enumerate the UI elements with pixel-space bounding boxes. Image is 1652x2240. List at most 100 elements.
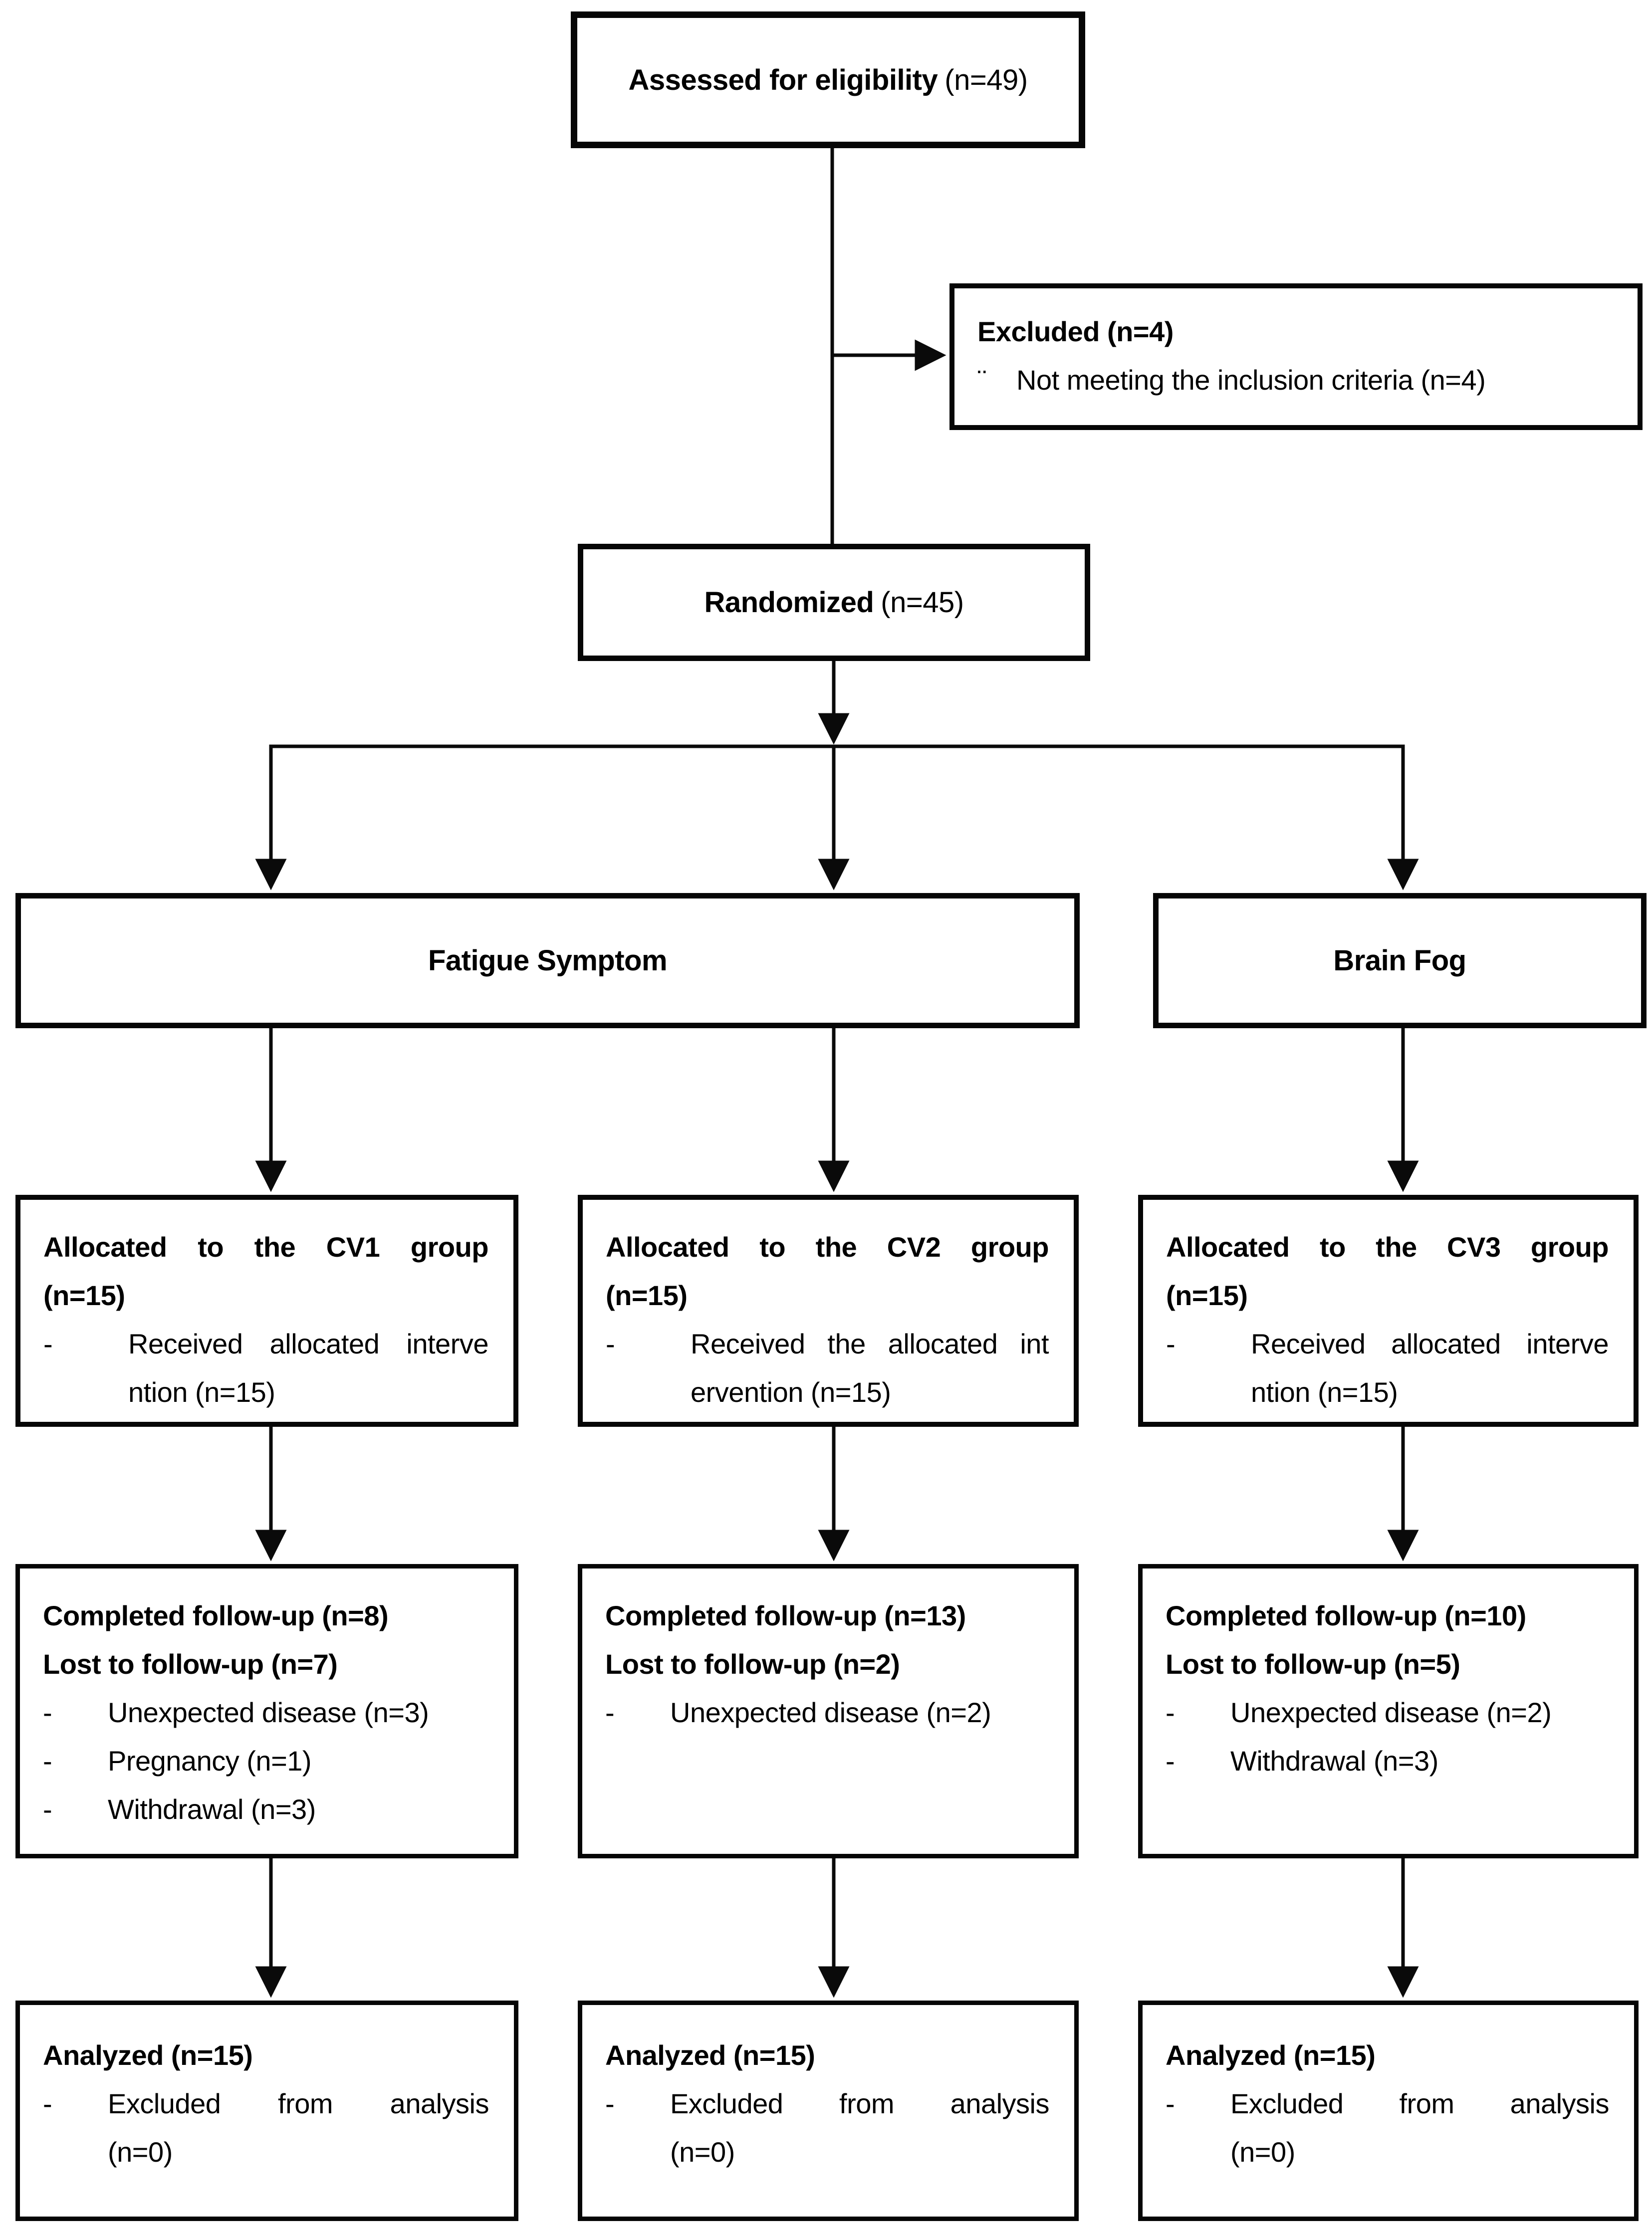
- box-bullet-line: - Excluded from analysis: [1166, 2079, 1610, 2128]
- box-bullet-line: - Received the allocated int: [606, 1320, 1049, 1368]
- analyzed-cv3-box: Analyzed (n=15) - Excluded from analysis (n…: [1138, 2001, 1639, 2221]
- box-bullet-line: - Unexpected disease (n=3): [43, 1688, 489, 1737]
- box-text: Pregnancy (n=1): [108, 1745, 312, 1777]
- box-heading-line: Analyzed (n=15): [43, 2031, 489, 2079]
- box-bullet-line: - Unexpected disease (n=2): [605, 1688, 1049, 1737]
- box-bullet-line: - Excluded from analysis: [605, 2079, 1050, 2128]
- box-text: ntion (n=15): [1251, 1376, 1398, 1408]
- box-text: Excluded (n=4): [977, 316, 1174, 347]
- bullet-marker: -: [1166, 2088, 1175, 2119]
- followup-cv2-box: Completed follow-up (n=13) Lost to follow…: [578, 1564, 1079, 1858]
- box-text: Analyzed (n=15): [1166, 2039, 1376, 2071]
- box-text: Withdrawal (n=3): [1230, 1745, 1438, 1777]
- box-text: Lost to follow-up (n=5): [1166, 1648, 1460, 1680]
- box-text: (n=0): [1230, 2136, 1295, 2168]
- randomized-title: Randomized: [704, 586, 874, 619]
- bullet-marker: [43, 1368, 128, 1416]
- bullet-marker: [43, 2128, 108, 2176]
- box-text: Excluded from analysis: [670, 2088, 1050, 2119]
- allocated-cv3-box: Allocated to the CV3 group (n=15) - Receive…: [1138, 1195, 1639, 1427]
- box-bullet-line: - Excluded from analysis: [43, 2079, 489, 2128]
- bullet-marker: -: [43, 1697, 52, 1728]
- allocated-cv1-box: Allocated to the CV1 group (n=15) - Receive…: [15, 1195, 518, 1427]
- box-heading-line: Allocated to the CV2 group: [606, 1223, 1049, 1271]
- box-text: Unexpected disease (n=2): [1230, 1697, 1552, 1728]
- box-heading-line: (n=15): [1166, 1271, 1609, 1320]
- box-text: Analyzed (n=15): [43, 2039, 253, 2071]
- box-text: Withdrawal (n=3): [108, 1793, 316, 1825]
- assessed-count: (n=49): [944, 63, 1028, 96]
- box-text: Completed follow-up (n=8): [43, 1600, 389, 1631]
- bullet-marker: -: [605, 1697, 615, 1728]
- box-heading-line: Lost to follow-up (n=7): [43, 1640, 489, 1688]
- bullet-marker: -: [43, 1328, 53, 1359]
- box-text: ntion (n=15): [128, 1376, 275, 1408]
- box-bullet-line: - Withdrawal (n=3): [43, 1785, 489, 1833]
- bullet-marker: -: [43, 1793, 52, 1825]
- bullet-marker: -: [1166, 1328, 1176, 1359]
- box-bullet-line: ntion (n=15): [43, 1368, 488, 1416]
- bullet-marker: -: [1166, 1745, 1175, 1777]
- box-bullet-line: (n=0): [605, 2128, 1049, 2176]
- bullet-marker: -: [1166, 1697, 1175, 1728]
- box-text: (n=0): [670, 2136, 735, 2168]
- fatigue-symptom-title: Fatigue Symptom: [428, 944, 668, 977]
- assessed-title: Assessed for eligibility: [628, 63, 938, 96]
- box-text: Allocated to the CV3 group: [1166, 1231, 1609, 1263]
- box-bullet-line: ¨ Not meeting the inclusion criteria (n=4…: [977, 356, 1613, 404]
- box-text: ervention (n=15): [691, 1376, 891, 1408]
- box-heading-line: Lost to follow-up (n=5): [1166, 1640, 1609, 1688]
- box-text: Received allocated interve: [1251, 1328, 1609, 1359]
- box-text: Unexpected disease (n=3): [108, 1697, 429, 1728]
- fatigue-symptom-header-box: Fatigue Symptom: [15, 893, 1080, 1028]
- box-text: (n=0): [108, 2136, 173, 2168]
- box-text: Lost to follow-up (n=2): [605, 1648, 900, 1680]
- box-bullet-line: - Received allocated interve: [43, 1320, 489, 1368]
- bullet-marker: -: [605, 2088, 615, 2119]
- bullet-marker: -: [43, 1745, 52, 1777]
- brain-fog-title: Brain Fog: [1333, 944, 1466, 977]
- box-text: Not meeting the inclusion criteria (n=4): [1016, 364, 1486, 396]
- assessed-box: Assessed for eligibility (n=49): [571, 11, 1085, 148]
- box-heading-line: Completed follow-up (n=13): [605, 1591, 1049, 1640]
- box-heading-line: Analyzed (n=15): [1166, 2031, 1609, 2079]
- bullet-marker: -: [606, 1328, 615, 1359]
- box-text: Allocated to the CV1 group: [43, 1231, 489, 1263]
- box-text: Completed follow-up (n=13): [605, 1600, 966, 1631]
- box-text: Received the allocated int: [691, 1328, 1049, 1359]
- box-text: Excluded from analysis: [108, 2088, 489, 2119]
- box-bullet-line: - Withdrawal (n=3): [1166, 1737, 1609, 1785]
- box-heading-line: (n=15): [606, 1271, 1049, 1320]
- box-text: (n=15): [43, 1280, 125, 1311]
- box-heading-line: Completed follow-up (n=8): [43, 1591, 489, 1640]
- followup-cv1-box: Completed follow-up (n=8) Lost to follow-…: [15, 1564, 518, 1858]
- box-bullet-line: ntion (n=15): [1166, 1368, 1609, 1416]
- box-text: Allocated to the CV2 group: [606, 1231, 1049, 1263]
- box-bullet-line: (n=0): [43, 2128, 489, 2176]
- box-heading-line: Analyzed (n=15): [605, 2031, 1049, 2079]
- box-bullet-line: ervention (n=15): [606, 1368, 1049, 1416]
- analyzed-cv2-box: Analyzed (n=15) - Excluded from analysis (n…: [578, 2001, 1079, 2221]
- allocated-cv2-box: Allocated to the CV2 group (n=15) - Receive…: [578, 1195, 1079, 1427]
- box-text: Excluded from analysis: [1230, 2088, 1610, 2119]
- box-text: (n=15): [606, 1280, 688, 1311]
- bullet-marker: [1166, 1368, 1251, 1416]
- randomized-count: (n=45): [881, 586, 964, 619]
- bullet-marker: [1166, 2128, 1230, 2176]
- analyzed-cv1-box: Analyzed (n=15) - Excluded from analysis (n…: [15, 2001, 518, 2221]
- box-text: Completed follow-up (n=10): [1166, 1600, 1526, 1631]
- randomized-box: Randomized (n=45): [578, 544, 1090, 661]
- box-bullet-line: (n=0): [1166, 2128, 1609, 2176]
- box-bullet-line: - Pregnancy (n=1): [43, 1737, 489, 1785]
- excluded-box: Excluded (n=4) ¨ Not meeting the inclusion…: [949, 283, 1643, 430]
- bullet-marker: -: [43, 2088, 52, 2119]
- box-heading-line: Excluded (n=4): [977, 307, 1613, 356]
- bullet-marker: ¨: [977, 364, 987, 396]
- bullet-marker: [606, 1368, 691, 1416]
- box-text: Analyzed (n=15): [605, 2039, 815, 2071]
- box-text: Unexpected disease (n=2): [670, 1697, 991, 1728]
- box-bullet-line: - Received allocated interve: [1166, 1320, 1609, 1368]
- box-text: Received allocated interve: [128, 1328, 489, 1359]
- box-heading-line: Completed follow-up (n=10): [1166, 1591, 1609, 1640]
